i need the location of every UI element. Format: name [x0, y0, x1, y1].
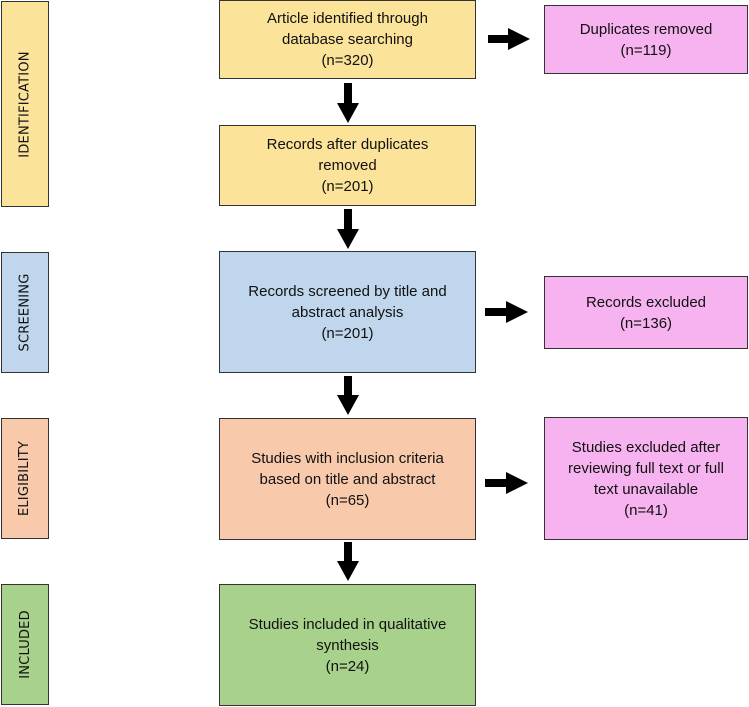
arrow-down-1	[337, 83, 359, 123]
box-excluded-full-text-count: (n=41)	[624, 501, 668, 519]
box-excluded-full-text-line1: Studies excluded after	[571, 438, 721, 456]
box-included-line1: Studies included in qualitative	[248, 615, 447, 633]
box-excluded-full-text-line3: text unavailable	[593, 480, 699, 498]
box-after-duplicates-line1: Records after duplicates	[266, 136, 429, 153]
arrow-down-4	[337, 542, 359, 581]
box-inclusion-criteria-line1: Studies with inclusion criteria	[251, 449, 444, 467]
box-inclusion-criteria-line2: based on title and abstract	[259, 470, 436, 488]
box-records-excluded-count: (n=136)	[619, 314, 673, 332]
stage-included-label: INCLUDED	[17, 610, 33, 679]
box-duplicates-removed-count: (n=119)	[620, 41, 672, 59]
arrow-down-2	[337, 209, 359, 249]
box-records-excluded-line1: Records excluded	[585, 293, 707, 311]
stage-eligibility: ELIGIBILITY	[1, 418, 49, 539]
box-identified: Article identified through database sear…	[219, 0, 476, 79]
box-after-duplicates: Records after duplicates removed (n=201)	[219, 125, 476, 206]
stage-identification: IDENTIFICATION	[1, 1, 49, 207]
box-included-line2: synthesis	[316, 636, 379, 654]
box-identified-count: (n=320)	[321, 52, 374, 69]
box-after-duplicates-count: (n=201)	[321, 178, 374, 195]
box-identified-line1: Article identified through	[267, 10, 428, 27]
stage-screening-label: SCREENING	[17, 273, 33, 352]
box-inclusion-criteria-count: (n=65)	[325, 491, 370, 509]
stage-eligibility-label: ELIGIBILITY	[17, 440, 33, 517]
stage-identification-label: IDENTIFICATION	[17, 50, 33, 158]
arrow-right-3	[485, 472, 528, 494]
box-after-duplicates-line2: removed	[318, 157, 377, 174]
box-identified-line2: database searching	[282, 31, 413, 48]
box-excluded-full-text-line2: reviewing full text or full	[568, 459, 724, 477]
box-included-count: (n=24)	[325, 657, 370, 675]
box-screened-line1: Records screened by title and	[248, 282, 447, 300]
arrow-right-2	[485, 301, 528, 323]
stage-screening: SCREENING	[1, 252, 49, 373]
box-duplicates-removed-line1: Duplicates removed	[579, 20, 713, 38]
box-screened: Records screened by title and abstract a…	[219, 251, 476, 373]
box-excluded-full-text: Studies excluded after reviewing full te…	[544, 417, 748, 540]
box-records-excluded: Records excluded (n=136)	[544, 276, 748, 349]
box-screened-line2: abstract analysis	[291, 303, 404, 321]
stage-included: INCLUDED	[1, 584, 49, 705]
box-inclusion-criteria: Studies with inclusion criteria based on…	[219, 418, 476, 540]
box-included: Studies included in qualitative synthesi…	[219, 584, 476, 706]
box-duplicates-removed: Duplicates removed (n=119)	[544, 5, 748, 74]
arrow-right-1	[488, 28, 530, 50]
box-screened-count: (n=201)	[321, 324, 374, 342]
arrow-down-3	[337, 376, 359, 415]
